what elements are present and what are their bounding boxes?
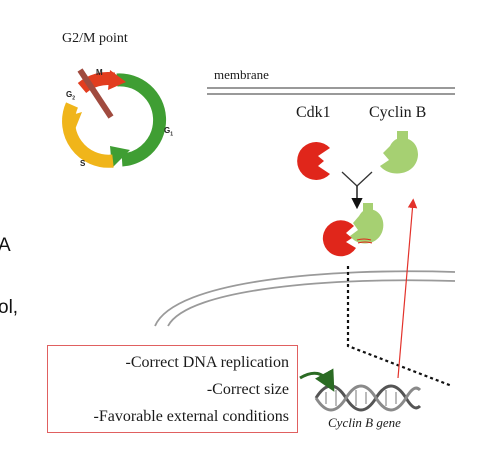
s-g2-arc — [62, 102, 114, 168]
cdk1-protein — [297, 142, 330, 180]
cell-cycle-wheel — [62, 68, 166, 168]
cdk1-label: Cdk1 — [296, 104, 331, 121]
g1-arc — [116, 73, 166, 167]
nucleus-outer — [154, 270, 456, 327]
conditions-box: -Correct DNA replication -Correct size -… — [47, 345, 298, 433]
phase-m-label: M — [96, 68, 103, 77]
nucleus-inner — [167, 279, 456, 327]
m-arrowhead — [108, 70, 126, 90]
condition-external: -Favorable external conditions — [93, 408, 290, 425]
cyclin-b-label: Cyclin B — [369, 104, 427, 121]
phase-g2-sub: 2 — [72, 95, 76, 102]
cyclin-b-protein — [380, 131, 418, 174]
g2m-block-bar — [77, 68, 114, 119]
phase-g1-sub: 1 — [170, 131, 174, 138]
condition-correct-size: -Correct size — [206, 381, 289, 398]
conditions-arrow — [299, 368, 335, 392]
phase-g1-letter: G — [164, 126, 171, 135]
gene-label: Cyclin B gene — [328, 415, 401, 430]
g1-arrowhead — [110, 146, 130, 168]
phase-g2-label: G2 — [66, 91, 75, 102]
condition-dna-replication: -Correct DNA replication — [125, 354, 290, 371]
cutoff-text-ol: ol, — [0, 297, 19, 318]
cdk1-cyclin-b-complex — [322, 203, 384, 257]
phase-g1-label: G1 — [164, 127, 173, 138]
s-arrowhead — [62, 112, 82, 132]
membrane-label: membrane — [214, 67, 269, 82]
merge-line-right — [356, 171, 373, 187]
cutoff-text-a: A — [0, 235, 11, 256]
dna-helix-icon — [314, 384, 422, 412]
merge-line-left — [341, 171, 358, 187]
cycle-title: G2/M point — [62, 31, 128, 46]
phase-g2-letter: G — [66, 90, 73, 99]
phase-s-label: S — [80, 159, 86, 168]
red-expression-arrow — [397, 198, 418, 379]
dotted-connector — [346, 266, 453, 388]
